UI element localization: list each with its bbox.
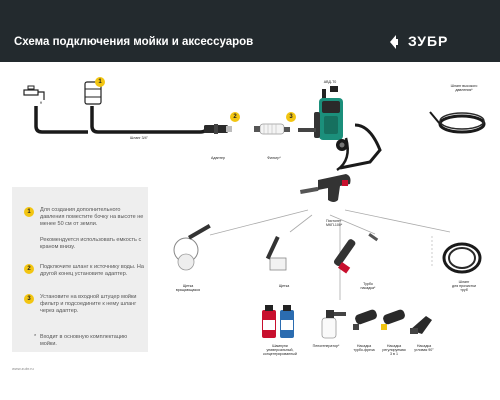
adjustable-nozzle-label-1: Насадка: [386, 344, 402, 348]
shampoo-bottles-icon: [262, 305, 294, 338]
hp-hose-label-1: Шланг высокого: [450, 84, 478, 88]
barrel-icon: [84, 81, 102, 105]
gun-label-1: Пистолет: [326, 219, 342, 223]
angle-nozzle-label-2: угловая 90°: [414, 348, 434, 352]
adapter-label: Адаптер: [210, 156, 226, 160]
badge-2: 2: [230, 112, 240, 122]
high-pressure-hose-line: [339, 123, 382, 170]
accessory-branch-lines: [209, 209, 451, 300]
washer-label: АВД-Т0: [323, 80, 337, 84]
hose-label: Шланг 3/4": [130, 136, 148, 140]
brush-label: Щетка: [278, 284, 290, 288]
rotor-nozzle-label-1: Насадка: [356, 344, 372, 348]
brand-logo: ЗУБР: [408, 33, 449, 49]
rotary-brush-label-1: Щетка: [182, 284, 194, 288]
instructions-panel: 1 Для создания дополнительного давления …: [12, 187, 148, 352]
filter-label: Фильтр*: [267, 156, 281, 160]
turbo-label-2: насадка*: [360, 286, 376, 290]
turbo-label-1: Турбо: [363, 282, 373, 286]
badge-1: 1: [95, 77, 105, 87]
footnote-mark: *: [34, 334, 37, 340]
note-1-extra: Рекомендуется использовать емкость с кра…: [40, 237, 142, 250]
rotor-nozzle-label-2: турбо-фреза: [353, 348, 375, 352]
hose-coil-icon: [429, 111, 486, 134]
shampoo-label-1: Шампуни: [272, 344, 288, 348]
adjustable-nozzle-label-3: 3 в 1: [390, 352, 398, 356]
angle-nozzle-label-1: Насадка: [416, 344, 432, 348]
shampoo-label-3: концентрированный: [263, 352, 297, 356]
website-url: www.zubr.ru: [12, 366, 34, 371]
note-badge-3: 3: [24, 294, 34, 304]
note-3-text: Установите на входной штуцер мойки фильт…: [40, 294, 137, 314]
note-badge-2: 2: [24, 264, 34, 274]
pipe-hose-label-1: Шланг: [458, 280, 470, 284]
water-hose-line: [34, 106, 88, 134]
pipe-hose-label-2: для прочистки: [452, 284, 476, 288]
rotary-brush-icon: [173, 224, 211, 271]
foam-generator-icon: [321, 310, 346, 339]
rotary-brush-label-2: вращающаяся: [175, 288, 201, 292]
pressure-washer-icon: [298, 86, 348, 151]
water-tap-icon: [23, 85, 45, 104]
hp-hose-label-2: давления*: [455, 88, 473, 92]
pipe-hose-icon: [442, 242, 482, 274]
gun-label-2: МКП-100*: [326, 223, 343, 227]
footnote-text: Входит в основную комплектацию мойки.: [40, 334, 128, 347]
pipe-hose-label-3: труб: [460, 288, 468, 292]
note-2-text: Подключите шланг к источнику воды. На др…: [40, 264, 144, 277]
rotor-nozzle-icon: [353, 309, 377, 330]
shampoo-label-2: универсальный,: [266, 348, 294, 352]
foam-label: Пеногенератор*: [312, 344, 340, 348]
page-title: Схема подключения мойки и аксессуаров: [14, 36, 254, 48]
turbo-nozzle-icon: [333, 233, 379, 274]
filter-icon: [254, 123, 290, 135]
adjustable-nozzle-label-2: регулируемая: [382, 348, 406, 352]
adapter-icon: [204, 124, 232, 134]
brush-icon: [265, 235, 287, 271]
note-badge-1: 1: [24, 207, 34, 217]
adjustable-nozzle-icon: [381, 309, 405, 330]
angle-nozzle-icon: [410, 316, 432, 334]
badge-3: 3: [286, 112, 296, 122]
header-bar: [0, 0, 500, 62]
note-1-text: Для создания дополнительного давления по…: [40, 207, 144, 227]
trigger-gun-icon: [300, 174, 351, 202]
